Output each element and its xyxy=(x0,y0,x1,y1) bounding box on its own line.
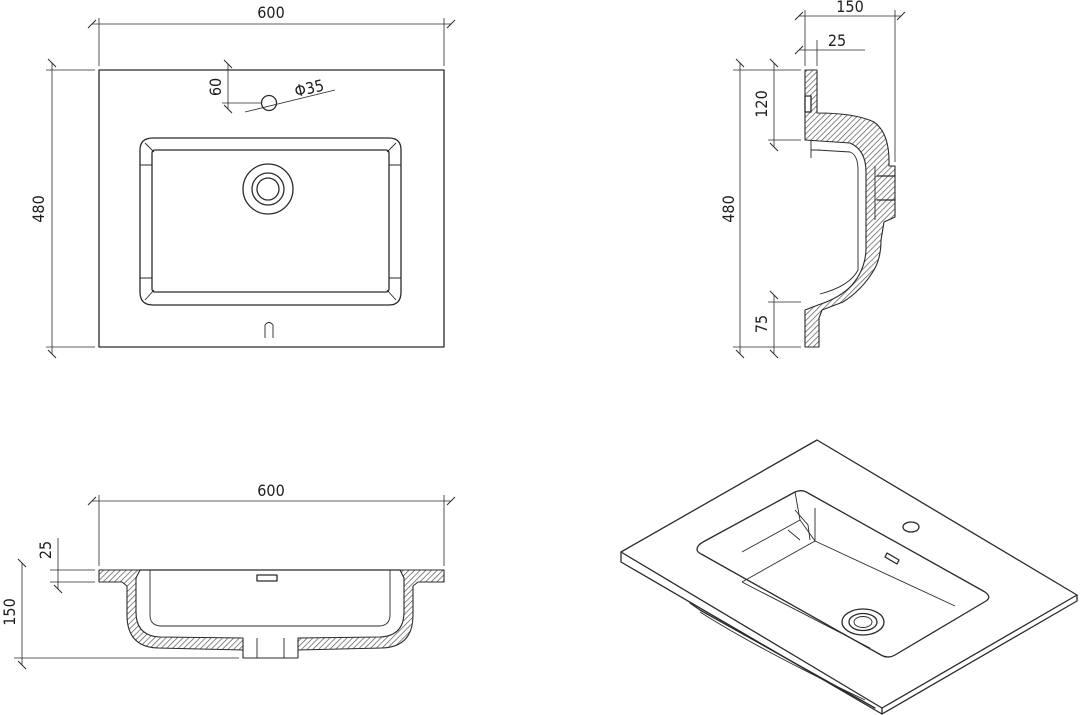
back-lip-label: 120 xyxy=(752,90,771,117)
front-view: 600 25 150 xyxy=(0,481,456,670)
iso-side-edge xyxy=(881,594,1078,715)
iso-overflow xyxy=(884,552,900,565)
iso-tap-hole xyxy=(902,521,920,533)
basin-outer xyxy=(139,137,402,306)
basin-side-lines xyxy=(140,164,401,279)
top-width-label: 600 xyxy=(257,3,284,22)
tap-diameter-leader xyxy=(244,89,336,113)
tap-diameter-label: Φ35 xyxy=(293,76,326,101)
top-depth-label: 480 xyxy=(29,195,48,222)
front-rim-label: 25 xyxy=(36,541,55,559)
side-height-label: 150 xyxy=(836,0,863,16)
basin-corner-bevels xyxy=(144,142,397,301)
iso-drain-ring xyxy=(848,612,878,632)
iso-drain-outer xyxy=(841,608,885,636)
tap-hole xyxy=(260,94,278,112)
top-outline xyxy=(98,69,445,348)
iso-basin-opening xyxy=(696,490,990,658)
side-section xyxy=(804,69,896,348)
drain-ring xyxy=(251,172,285,206)
iso-front-edge xyxy=(620,551,883,715)
side-depth-label: 480 xyxy=(719,195,738,222)
iso-top xyxy=(620,439,1078,709)
side-view: 150 25 480 120 75 xyxy=(719,0,906,359)
front-basin-inner xyxy=(149,570,391,627)
front-overflow xyxy=(256,574,278,582)
side-rim-label: 25 xyxy=(828,31,846,50)
front-section xyxy=(98,569,445,659)
drain-outer xyxy=(242,163,294,215)
front-width-label: 600 xyxy=(257,481,284,500)
tap-offset-label: 60 xyxy=(206,78,225,96)
side-overflow xyxy=(804,95,812,113)
side-basin-inner xyxy=(816,149,859,295)
drain-hole xyxy=(256,177,280,201)
top-view: 600 480 60 Φ35 xyxy=(29,3,456,359)
isometric-view xyxy=(620,439,1078,715)
front-lip-label: 75 xyxy=(752,315,771,333)
front-height-label: 150 xyxy=(0,598,19,625)
basin-inner xyxy=(151,149,390,293)
overflow-slot xyxy=(264,322,274,338)
